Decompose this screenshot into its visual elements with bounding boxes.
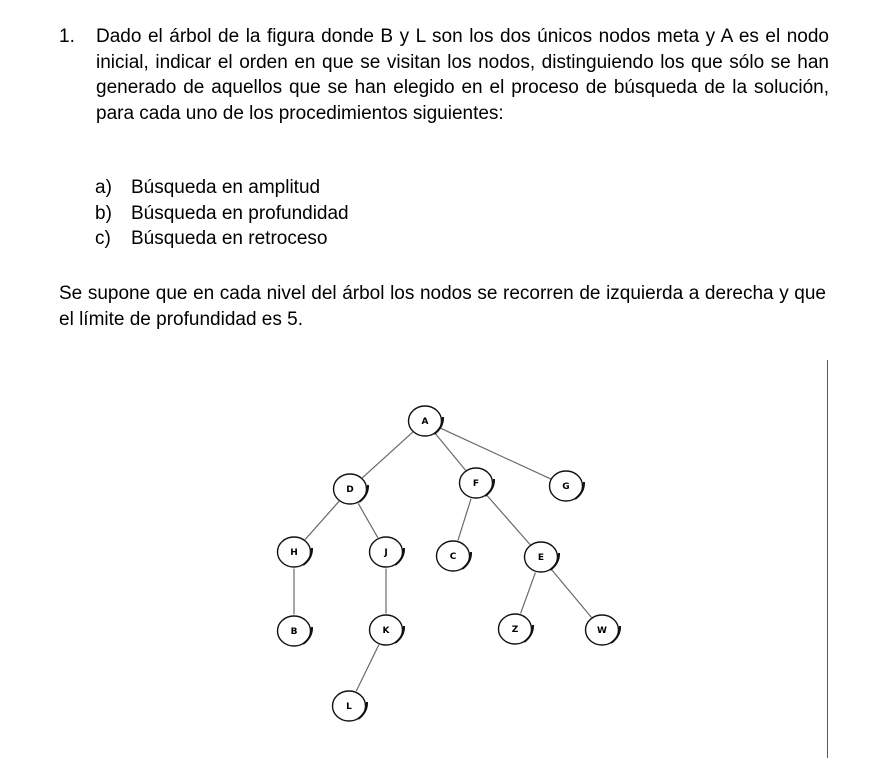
node-label: B — [291, 627, 298, 637]
node-shadow-stroke — [357, 701, 369, 720]
node-circle — [435, 540, 471, 572]
tree-node-c: C — [435, 540, 473, 572]
node-shadow-stroke — [523, 624, 535, 643]
node-shadow-stroke — [394, 547, 406, 566]
tree-node-k: K — [368, 614, 406, 646]
option-text: Búsqueda en profundidad — [131, 202, 349, 224]
node-circle — [548, 470, 584, 502]
node-shadow-stroke — [358, 484, 370, 503]
edge-f-c — [457, 498, 472, 541]
node-circle — [458, 467, 494, 499]
node-shadow-stroke — [549, 552, 561, 571]
edge-a-d — [361, 431, 414, 479]
edge-e-z — [520, 572, 536, 614]
edge-a-f — [435, 433, 466, 471]
tree-node-f: F — [458, 467, 496, 499]
tree-node-j: J — [368, 536, 406, 568]
node-shadow-stroke — [574, 481, 586, 500]
option-text: Búsqueda en retroceso — [131, 228, 328, 249]
tree-node-b: B — [276, 615, 314, 647]
note-text: Se supone que en cada nivel del árbol lo… — [59, 283, 826, 330]
node-label: L — [346, 702, 352, 712]
node-circle — [407, 405, 443, 437]
node-circle — [332, 473, 368, 505]
node-circle — [584, 614, 620, 646]
option-letter: b) — [95, 202, 112, 224]
tree-node-d: D — [332, 473, 370, 505]
options-list: a) Búsqueda en amplitud b) Búsqueda en pro… — [95, 175, 349, 252]
node-shadow-stroke — [484, 478, 496, 497]
node-circle — [523, 541, 559, 573]
edge-a-g — [439, 427, 552, 480]
option-b: b) Búsqueda en profundidad — [95, 201, 349, 227]
node-circle — [497, 613, 533, 645]
tree-edges — [293, 427, 592, 692]
edge-d-h — [304, 500, 340, 541]
question-text: Dado el árbol de la figura donde B y L s… — [96, 26, 829, 124]
question-number: 1. — [59, 26, 75, 47]
edge-e-w — [551, 569, 592, 618]
option-letter: a) — [95, 177, 112, 198]
node-label: W — [597, 626, 607, 636]
node-circle — [368, 614, 404, 646]
option-a: a) Búsqueda en amplitud — [95, 175, 349, 201]
node-circle — [276, 536, 312, 568]
question-block: 1. Dado el árbol de la figura donde B y … — [59, 24, 829, 126]
node-label: E — [538, 553, 544, 563]
edge-f-e — [486, 495, 531, 545]
node-label: F — [473, 479, 479, 489]
node-label: K — [383, 626, 391, 636]
node-circle — [368, 536, 404, 568]
figure-border-line — [827, 360, 828, 758]
node-shadow-stroke — [610, 625, 622, 644]
option-letter: c) — [95, 228, 111, 249]
tree-node-w: W — [584, 614, 622, 646]
node-label: H — [290, 548, 298, 558]
node-shadow-stroke — [394, 625, 406, 644]
node-label: G — [562, 482, 569, 492]
node-shadow-stroke — [461, 551, 473, 570]
option-text: Búsqueda en amplitud — [131, 177, 321, 198]
edge-k-l — [355, 644, 380, 692]
edge-d-j — [357, 503, 379, 538]
tree-node-l: L — [331, 690, 369, 722]
node-shadow-stroke — [302, 626, 314, 645]
tree-node-g: G — [548, 470, 586, 502]
node-shadow-stroke — [433, 416, 445, 435]
node-shadow-stroke — [302, 547, 314, 566]
tree-node-z: Z — [497, 613, 535, 645]
node-label: Z — [512, 625, 519, 635]
node-label: J — [383, 548, 387, 558]
option-c: c) Búsqueda en retroceso — [95, 226, 349, 252]
node-label: A — [422, 417, 429, 427]
tree-node-h: H — [276, 536, 314, 568]
node-label: D — [346, 485, 353, 495]
tree-nodes: A D F G H J C E B K Z W L — [276, 405, 622, 722]
node-circle — [331, 690, 367, 722]
tree-node-a: A — [407, 405, 445, 437]
tree-node-e: E — [523, 541, 561, 573]
node-circle — [276, 615, 312, 647]
node-label: C — [450, 552, 457, 562]
